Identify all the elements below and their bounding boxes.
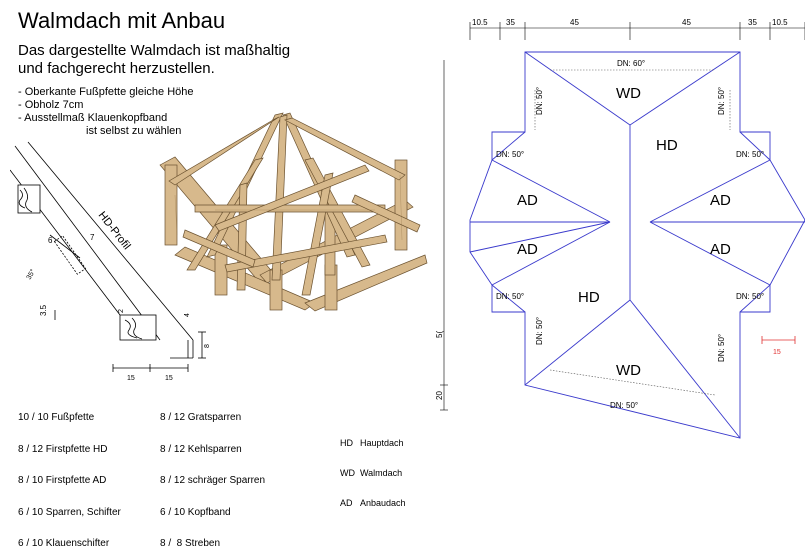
plan-label-wd: WD: [616, 362, 641, 379]
roof-plan: 10.5 35 45 45 35 10.5 5( 20 15: [435, 18, 805, 439]
plan-top-dim: 10.5: [472, 18, 488, 27]
materials-list-left: 10 / 10 Fußpfette 8 / 12 Firstpfette HD …: [18, 392, 121, 560]
material-item: 8 / 12 Kehlsparren: [160, 443, 242, 455]
hd-profile-drawing: HD-Profil 6 7 35° 3.5 2 4 8 15 15: [10, 141, 210, 382]
plan-label-ad: AD: [517, 192, 538, 209]
slope-label: DN: 50°: [496, 292, 524, 301]
plan-top-dim: 35: [748, 18, 757, 27]
profile-dim: 4: [184, 313, 191, 317]
materials-list-right: 8 / 12 Gratsparren 8 / 12 Kehlsparren 8 …: [160, 392, 265, 560]
material-item: 10 / 10 Fußpfette: [18, 412, 95, 423]
slope-label: DN: 50°: [736, 150, 764, 159]
plan-label-ad: AD: [710, 192, 731, 209]
plan-top-dim: 35: [506, 18, 515, 27]
requirement-item: - Ausstellmaß Klauenkopfband: [18, 112, 168, 124]
slope-label: DN: 60°: [617, 59, 645, 68]
profile-dim: 15: [165, 375, 173, 382]
plan-red-dim: 15: [773, 349, 781, 356]
profile-dim: 35°: [25, 268, 37, 281]
material-item: 6 / 10 Kopfband: [160, 506, 231, 518]
slope-label: DN: 50°: [736, 292, 764, 301]
plan-label-ad: AD: [710, 241, 731, 258]
profile-dim: 3.5: [39, 304, 48, 316]
plan-label-hd: HD: [578, 289, 600, 306]
plan-left-dim: 20: [435, 391, 444, 400]
requirement-item: - Oberkante Fußpfette gleiche Höhe: [18, 86, 194, 98]
material-item: 6 / 10 Klauenschifter: [18, 538, 110, 549]
profile-dim: 7: [90, 233, 95, 242]
plan-label-wd: WD: [616, 85, 641, 102]
task-description-line: Das dargestellte Walmdach ist maßhaltig: [18, 42, 291, 59]
plan-top-dim: 45: [682, 18, 691, 27]
page-title: Walmdach mit Anbau: [18, 8, 226, 33]
slope-label: DN: 50°: [717, 334, 726, 362]
requirement-item: - Obholz 7cm: [18, 99, 84, 111]
requirement-item: ist selbst zu wählen: [86, 125, 182, 137]
slope-label: DN: 50°: [535, 317, 544, 345]
profile-dim: 6: [48, 236, 53, 245]
task-description: Das dargestellte Walmdach ist maßhaltig …: [18, 42, 348, 78]
slope-label: DN: 50°: [717, 87, 726, 115]
profile-dim: 15: [127, 375, 135, 382]
requirements-list: - Oberkante Fußpfette gleiche Höhe - Obh…: [18, 86, 193, 138]
material-item: 6 / 10 Sparren, Schifter: [18, 506, 121, 518]
plan-top-dim: 45: [570, 18, 579, 27]
profile-dim: 2: [118, 309, 125, 313]
material-item: 8 / 8 Streben: [160, 538, 221, 549]
slope-label: DN: 50°: [610, 401, 638, 410]
slope-label: DN: 50°: [496, 150, 524, 159]
material-item: 8 / 12 schräger Sparren: [160, 475, 266, 486]
plan-left-dim: 5(: [435, 331, 444, 338]
task-description-line: und fachgerecht herzustellen.: [18, 60, 215, 77]
material-item: 8 / 12 Firstpfette HD: [18, 443, 108, 455]
plan-label-ad: AD: [517, 241, 538, 258]
roof-frame-3d-rendering: [159, 112, 428, 312]
plan-top-dim: 10.5: [772, 18, 788, 27]
material-item: 8 / 10 Firstpfette AD: [18, 475, 107, 486]
plan-label-hd: HD: [656, 137, 678, 154]
slope-label: DN: 50°: [535, 87, 544, 115]
material-item: 8 / 12 Gratsparren: [160, 412, 242, 423]
profile-dim: 8: [204, 344, 210, 348]
